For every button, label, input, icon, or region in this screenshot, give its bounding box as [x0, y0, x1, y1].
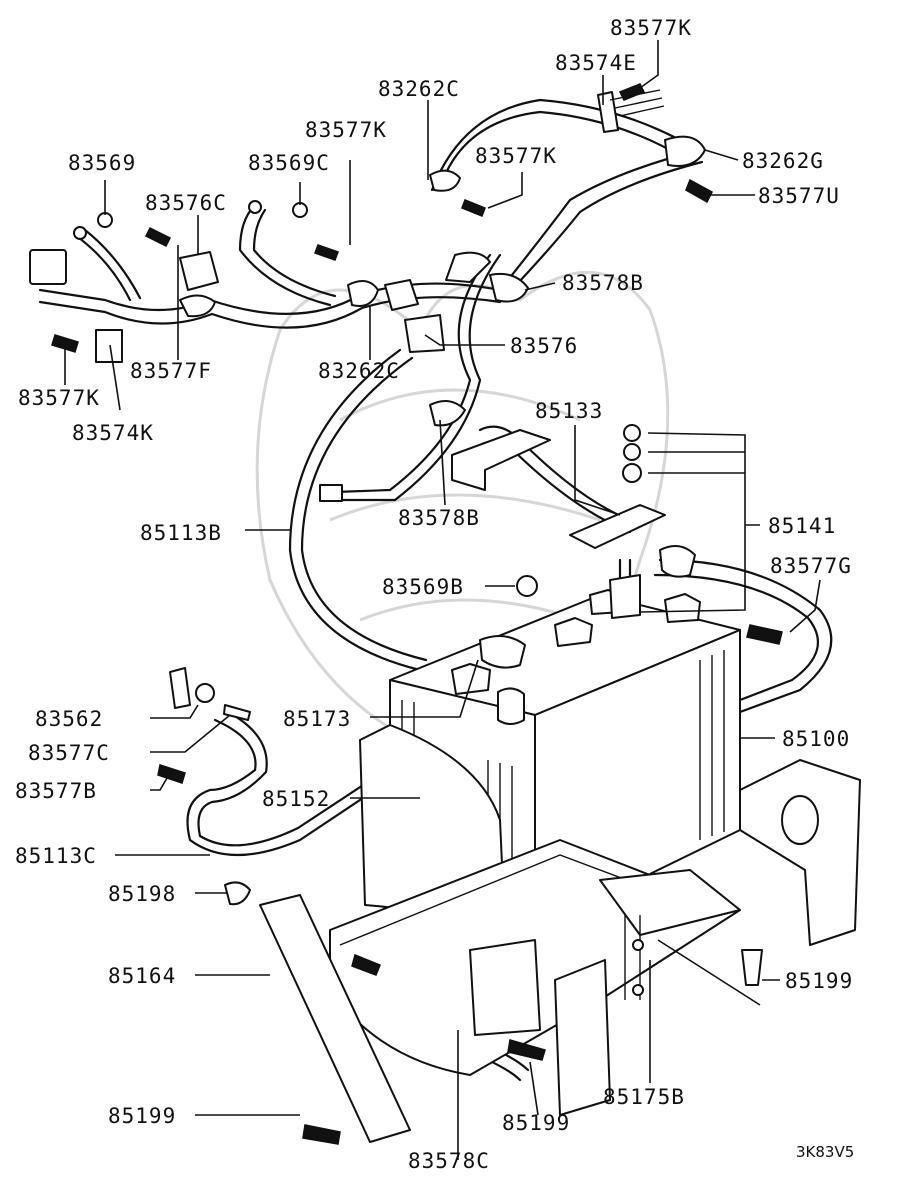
- battery-brackets: [169, 429, 861, 1145]
- callout-83577G: 83577G: [770, 554, 852, 578]
- callout-83578B-upper: 83578B: [562, 271, 644, 295]
- callout-labels: 83577K 83574E 83262C 83577K 83569 83569C…: [15, 16, 854, 1173]
- callout-83576: 83576: [510, 334, 578, 358]
- callout-83574K: 83574K: [72, 421, 154, 445]
- callout-85152: 85152: [262, 787, 330, 811]
- callout-85175B: 85175B: [603, 1085, 685, 1109]
- callout-83577K-mid: 83577K: [475, 144, 557, 168]
- callout-85164: 85164: [108, 964, 176, 988]
- callout-85100: 85100: [782, 727, 850, 751]
- callout-83577C: 83577C: [28, 741, 110, 765]
- callout-85113B: 85113B: [140, 521, 222, 545]
- callout-83569C: 83569C: [248, 151, 330, 175]
- callout-83576C: 83576C: [145, 191, 227, 215]
- callout-83577K-left: 83577K: [18, 386, 100, 410]
- callout-83262C-top: 83262C: [378, 77, 460, 101]
- leader-lines: [64, 40, 821, 1160]
- callout-83577F: 83577F: [130, 359, 212, 383]
- callout-83577K-upper: 83577K: [305, 118, 387, 142]
- callout-83569: 83569: [68, 151, 136, 175]
- callout-85199-left: 85199: [108, 1104, 176, 1128]
- callout-83562: 83562: [35, 707, 103, 731]
- callout-85198: 85198: [108, 882, 176, 906]
- callout-83574E: 83574E: [555, 51, 637, 75]
- callout-85133: 85133: [535, 399, 603, 423]
- callout-85173: 85173: [283, 707, 351, 731]
- callout-85113C: 85113C: [15, 844, 97, 868]
- callout-83578B-lower: 83578B: [398, 506, 480, 530]
- callout-85141: 85141: [768, 514, 836, 538]
- callout-83577K-top: 83577K: [610, 16, 692, 40]
- callout-83577U: 83577U: [758, 184, 840, 208]
- callout-83577B: 83577B: [15, 779, 97, 803]
- callout-83569B: 83569B: [382, 575, 464, 599]
- callout-85199-right: 85199: [785, 969, 853, 993]
- callout-83578C: 83578C: [408, 1149, 490, 1173]
- callout-83262C-lower: 83262C: [318, 359, 400, 383]
- callout-85199-bottom: 85199: [502, 1111, 570, 1135]
- callout-83262G: 83262G: [742, 149, 824, 173]
- diagram-code: 3K83V5: [796, 1143, 854, 1161]
